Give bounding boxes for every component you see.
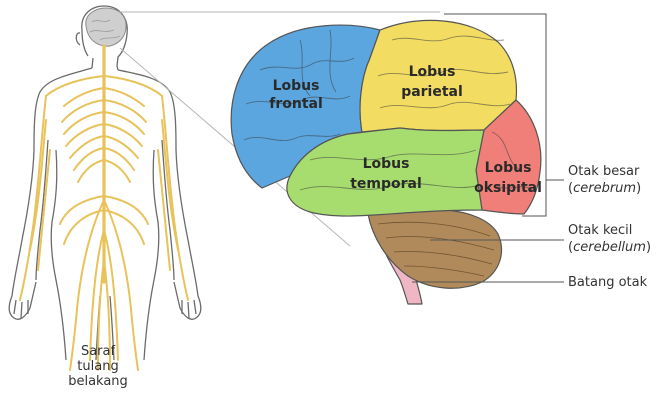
label-cerebellum-text: Otak kecil bbox=[568, 222, 651, 239]
label-frontal-2: frontal bbox=[269, 96, 323, 112]
label-cerebrum-text: Otak besar bbox=[568, 163, 641, 180]
label-cerebellum: Otak kecil (cerebellum) bbox=[568, 222, 651, 256]
label-spinal-nerves-2: tulang bbox=[62, 359, 134, 374]
label-spinal-nerves-1: Saraf bbox=[62, 344, 134, 359]
spinal-nerves bbox=[20, 46, 188, 370]
label-frontal-1: Lobus bbox=[273, 78, 320, 94]
label-spinal-nerves: Saraf tulang belakang bbox=[62, 344, 134, 389]
label-cerebellum-latin: cerebellum bbox=[573, 240, 646, 255]
label-cerebrum-latin: cerebrum bbox=[573, 181, 636, 196]
label-spinal-nerves-3: belakang bbox=[62, 374, 134, 389]
label-occipital-2: oksipital bbox=[474, 180, 542, 196]
label-parietal-1: Lobus bbox=[409, 64, 456, 80]
cerebellum bbox=[368, 207, 501, 288]
label-parietal-2: parietal bbox=[401, 84, 463, 100]
label-occipital-1: Lobus bbox=[485, 160, 532, 176]
label-cerebrum: Otak besar (cerebrum) bbox=[568, 163, 641, 197]
label-temporal-1: Lobus bbox=[363, 156, 410, 172]
label-brainstem: Batang otak bbox=[568, 274, 647, 291]
head-brain bbox=[86, 8, 126, 46]
label-brainstem-text: Batang otak bbox=[568, 274, 647, 291]
label-temporal-2: temporal bbox=[350, 176, 422, 192]
